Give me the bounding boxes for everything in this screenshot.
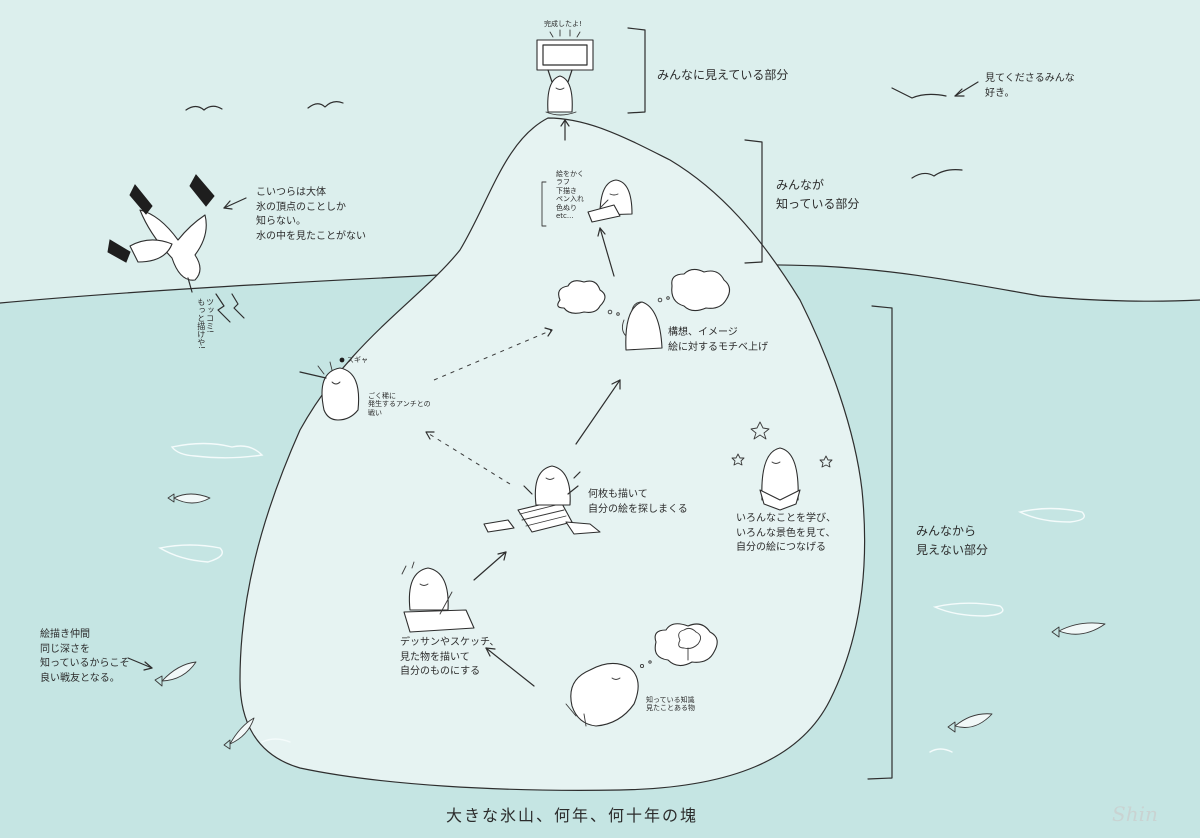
lightning-mark bbox=[215, 293, 245, 323]
fish bbox=[223, 717, 255, 750]
flying-bird bbox=[911, 169, 963, 179]
label-bird-note: こいつらは大体 氷の頂点のことしか 知らない。 水の中を見たことがない bbox=[256, 187, 366, 242]
arrow-to-seagull bbox=[223, 197, 247, 210]
character-studying bbox=[759, 447, 801, 511]
bracket-invisible bbox=[867, 305, 893, 780]
water-ripple bbox=[158, 442, 1085, 753]
label-knowledge: 知っている知識 見たことある物 bbox=[646, 696, 695, 713]
arrow-concept-to-drawing bbox=[597, 227, 615, 277]
label-invisible-part: みんなから 見えない部分 bbox=[916, 524, 989, 558]
fish bbox=[1051, 622, 1106, 638]
artist-signature: Shin bbox=[1112, 802, 1158, 826]
label-known-to-all: みんなが 知っている部分 bbox=[776, 178, 860, 212]
label-study: いろんなことを学び、 いろんな景色を見て、 自分の絵につなげる bbox=[736, 513, 836, 553]
label-battle-sound: ズギャ bbox=[347, 356, 368, 364]
character-drawing bbox=[587, 179, 633, 223]
label-viewers: 見てくださるみんな 好き。 bbox=[985, 73, 1075, 99]
label-peers: 絵描き仲間 同じ深さを 知っているからこそ 良い戦友となる。 bbox=[40, 629, 130, 684]
arrow-up-to-top bbox=[560, 119, 570, 141]
label-battle: ごく稀に 発生するアンチとの 戦い bbox=[368, 392, 431, 417]
thought-dots bbox=[607, 296, 670, 316]
arrow-sketch-to-practice bbox=[473, 551, 507, 581]
label-drawing-process: 絵をかく ラフ 下描き ペン入れ 色ぬり etc... bbox=[556, 170, 584, 220]
flying-bird bbox=[891, 87, 947, 99]
arrow-knowledge-to-sketch bbox=[485, 647, 535, 687]
seagull-diving bbox=[107, 174, 215, 293]
character-knowledge bbox=[565, 662, 639, 727]
arrow-to-viewers bbox=[954, 81, 979, 97]
dashed-arrow-to-concept bbox=[433, 327, 553, 381]
character-thinking bbox=[621, 301, 663, 351]
caption: 大きな氷山、何年、何十年の塊 bbox=[446, 806, 699, 825]
sparkle-star bbox=[731, 421, 833, 468]
arrow-practice-to-concept bbox=[575, 379, 621, 445]
dashed-arrow-to-battle bbox=[425, 431, 511, 485]
character-sketching bbox=[401, 561, 475, 633]
character-battle bbox=[299, 357, 360, 421]
bracket-process bbox=[541, 181, 547, 227]
bracket-known bbox=[744, 139, 763, 264]
thought-cloud bbox=[557, 280, 606, 314]
character-practicing bbox=[483, 465, 601, 535]
label-practice: 何枚も描いて 自分の絵を探しまくる bbox=[588, 489, 688, 515]
arrow-to-fish bbox=[127, 657, 153, 671]
tree-doodle bbox=[678, 627, 701, 661]
fish bbox=[167, 493, 211, 504]
label-sketch: デッサンやスケッチ、 見た物を描いて 自分のものにする bbox=[400, 637, 500, 677]
label-bird-shout: ツッコミ! もっと描けや! bbox=[196, 298, 215, 350]
label-visible-to-all: みんなに見えている部分 bbox=[657, 68, 789, 82]
thought-cloud bbox=[671, 268, 731, 312]
character-holding-sign bbox=[536, 29, 594, 116]
thought-dots bbox=[639, 660, 652, 669]
label-completed: 完成したよ! bbox=[544, 20, 582, 28]
flying-bird bbox=[307, 101, 344, 109]
fish bbox=[947, 713, 993, 733]
flying-bird bbox=[185, 105, 223, 111]
fish bbox=[154, 661, 197, 687]
bracket-visible bbox=[627, 27, 646, 114]
label-concept: 構想、イメージ 絵に対するモチベ上げ bbox=[668, 327, 768, 353]
thought-cloud bbox=[654, 623, 718, 667]
